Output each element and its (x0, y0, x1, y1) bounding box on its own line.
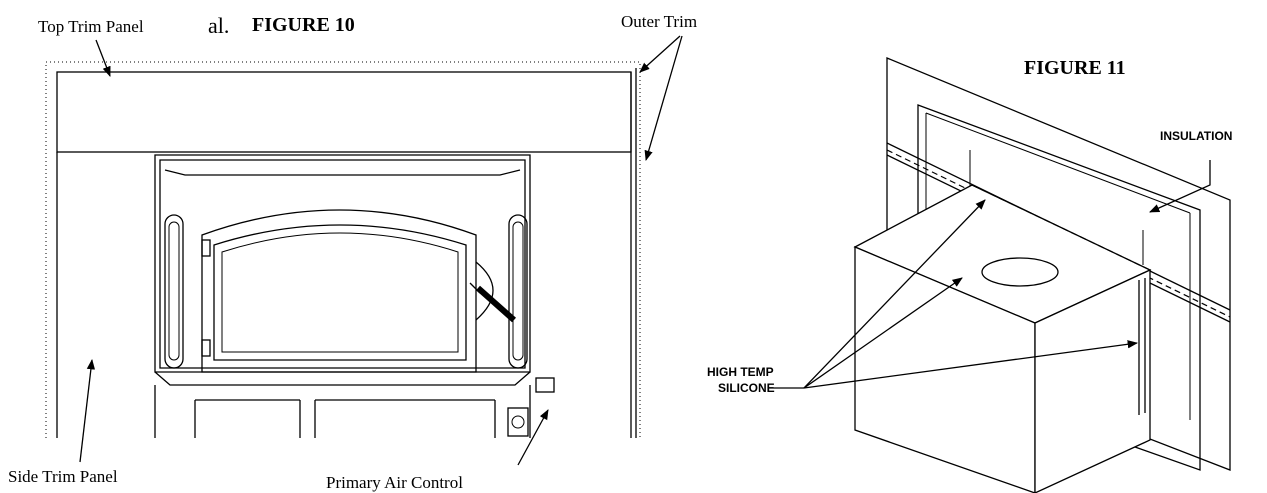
silicone-seam (1138, 278, 1146, 415)
label-primary-air-control: Primary Air Control (326, 473, 463, 492)
label-outer-trim: Outer Trim (621, 12, 697, 31)
arrow-silicone-3 (803, 340, 1139, 389)
right-handle (508, 214, 528, 369)
primary-air-control-box (507, 407, 529, 437)
outer-trim-right (630, 68, 637, 438)
door-latch-handle (476, 285, 516, 323)
arrow-primary-air (517, 409, 549, 466)
label-insulation: INSULATION (1160, 129, 1232, 143)
label-side-trim-panel: Side Trim Panel (8, 467, 118, 486)
arrow-side-trim (79, 358, 96, 463)
figure-10: Top Trim Panel al. FIGURE 10 Outer Trim … (8, 12, 697, 492)
stove-insert (154, 154, 555, 438)
flue-opening (981, 257, 1059, 287)
arrow-silicone-2 (803, 277, 963, 389)
label-high-temp-line1: HIGH TEMP (707, 365, 774, 379)
insert-box-front (854, 246, 1036, 493)
label-high-temp-line2: SILICONE (718, 381, 775, 395)
arrow-silicone-1 (803, 199, 986, 389)
stray-text-al: al. (208, 13, 229, 38)
arrow-outer-trim-1 (639, 35, 681, 73)
figure-11-title: FIGURE 11 (1024, 57, 1126, 79)
figure-11: FIGURE 11 INSULATION HIGH TEMP SILICONE (707, 57, 1232, 493)
top-trim-panel (56, 71, 632, 153)
arrow-outer-trim-2 (644, 35, 683, 161)
arrow-top-trim (95, 39, 111, 77)
label-top-trim-panel: Top Trim Panel (38, 17, 144, 36)
insert-box-side (1034, 268, 1151, 493)
left-handle (164, 214, 184, 369)
arrow-insulation (1149, 160, 1211, 213)
stove-door (201, 209, 477, 373)
figure-10-title: FIGURE 10 (252, 14, 355, 36)
outer-dotted-border (45, 61, 641, 438)
